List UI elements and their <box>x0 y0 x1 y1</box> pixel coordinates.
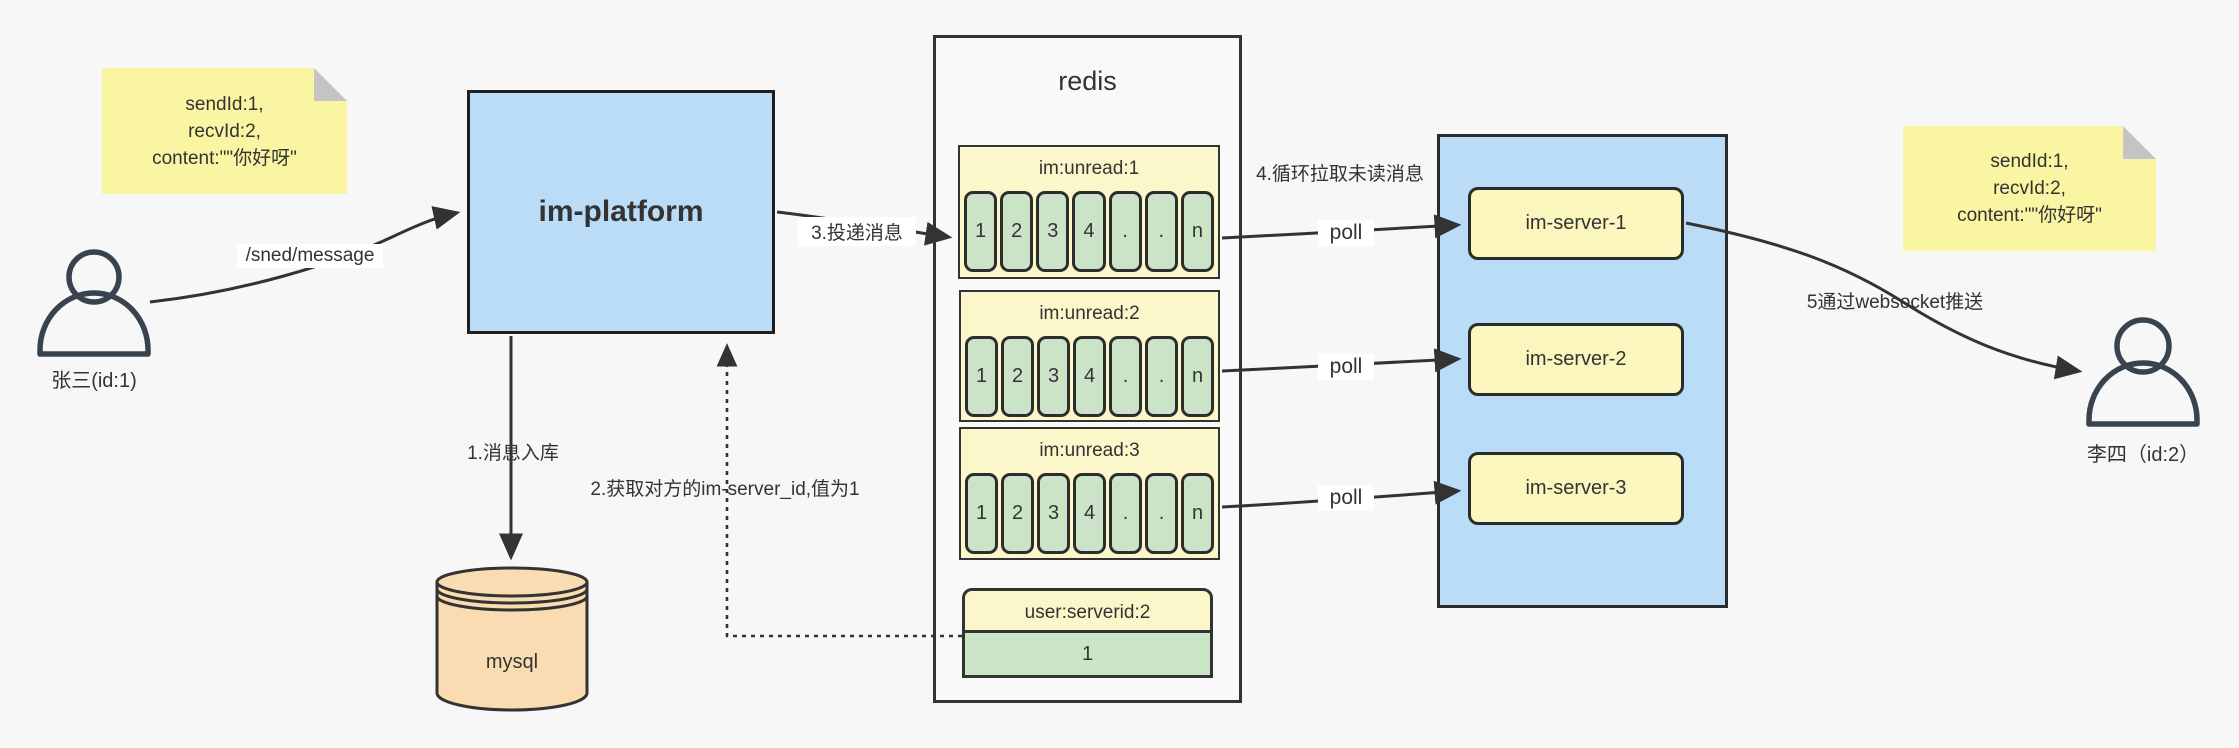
label-step3: 3.投递消息 <box>798 217 916 246</box>
im-server-label: im-server-1 <box>1525 212 1627 234</box>
node-im-platform: im-platform <box>467 90 775 334</box>
redis-title: redis <box>1058 66 1117 96</box>
queue-cell: 1 <box>965 336 998 417</box>
note-line: sendId:1, <box>1990 151 2069 172</box>
queue-cell: 4 <box>1073 473 1106 554</box>
note-fold-icon <box>2123 126 2156 159</box>
person-sender-label: 张三(id:1) <box>51 370 137 392</box>
note-line: recvId:2, <box>1993 178 2066 199</box>
sticky-note-receiver: sendId:1, recvId:2, content:""你好呀" <box>1903 126 2156 251</box>
queue-cell: 1 <box>964 191 998 272</box>
label-poll-2: poll <box>1318 354 1374 380</box>
kv-value: 1 <box>962 633 1213 678</box>
queue-im-unread-1: im:unread:1 1 2 3 4 . . n <box>958 145 1220 279</box>
queue-cells: 1 2 3 4 . . n <box>960 191 1218 272</box>
label-poll-3: poll <box>1318 485 1374 511</box>
node-im-server-2: im-server-2 <box>1468 323 1684 396</box>
label-send-message: /sned/message <box>237 244 383 268</box>
node-user-serverid: user:serverid:2 1 <box>962 588 1213 678</box>
queue-cells: 1 2 3 4 . . n <box>961 473 1218 554</box>
sticky-note-sender: sendId:1, recvId:2, content:""你好呀" <box>102 68 347 194</box>
queue-cell: . <box>1145 336 1178 417</box>
queue-cell: 4 <box>1073 336 1106 417</box>
queue-cell: n <box>1181 336 1214 417</box>
note-fold-icon <box>314 68 347 101</box>
queue-cells: 1 2 3 4 . . n <box>961 336 1218 417</box>
im-server-label: im-server-2 <box>1525 348 1627 370</box>
queue-cell: 4 <box>1072 191 1106 272</box>
kv-key: user:serverid:2 <box>962 588 1213 633</box>
note-line: content:""你好呀" <box>1957 205 2102 226</box>
label-step4: 4.循环拉取未读消息 <box>1256 164 1424 185</box>
label-step2: 2.获取对方的im-server_id,值为1 <box>590 479 860 500</box>
queue-cell: . <box>1109 473 1142 554</box>
queue-label: im:unread:1 <box>1038 158 1140 179</box>
im-server-label: im-server-3 <box>1525 477 1627 499</box>
note-line: sendId:1, <box>185 93 264 115</box>
label-step1: 1.消息入库 <box>467 443 559 464</box>
queue-im-unread-2: im:unread:2 1 2 3 4 . . n <box>959 290 1220 422</box>
person-receiver-icon <box>2086 317 2200 427</box>
node-im-server-3: im-server-3 <box>1468 452 1684 525</box>
queue-cell: . <box>1109 336 1142 417</box>
note-line: recvId:2, <box>188 120 261 142</box>
mysql-label: mysql <box>485 651 539 673</box>
queue-cell: n <box>1181 473 1214 554</box>
label-step5: 5通过websocket推送 <box>1806 292 1984 313</box>
queue-label: im:unread:3 <box>1039 440 1140 461</box>
queue-cell: 2 <box>1000 191 1034 272</box>
note-line: content:""你好呀" <box>152 147 297 169</box>
queue-cell: n <box>1180 191 1214 272</box>
queue-label: im:unread:2 <box>1039 303 1140 324</box>
mysql-cylinder-icon <box>435 566 589 712</box>
queue-cell: 2 <box>1001 336 1034 417</box>
queue-cell: 1 <box>965 473 998 554</box>
person-receiver-label: 李四（id:2） <box>2086 444 2200 466</box>
label-poll-1: poll <box>1318 220 1374 246</box>
im-platform-label: im-platform <box>538 195 704 228</box>
queue-cell: . <box>1144 191 1178 272</box>
person-sender-icon <box>37 249 151 357</box>
queue-cell: 3 <box>1037 336 1070 417</box>
queue-cell: 3 <box>1037 473 1070 554</box>
queue-cell: 2 <box>1001 473 1034 554</box>
node-im-server-1: im-server-1 <box>1468 187 1684 260</box>
queue-cell: 3 <box>1036 191 1070 272</box>
queue-im-unread-3: im:unread:3 1 2 3 4 . . n <box>959 427 1220 560</box>
queue-cell: . <box>1145 473 1178 554</box>
queue-cell: . <box>1108 191 1142 272</box>
